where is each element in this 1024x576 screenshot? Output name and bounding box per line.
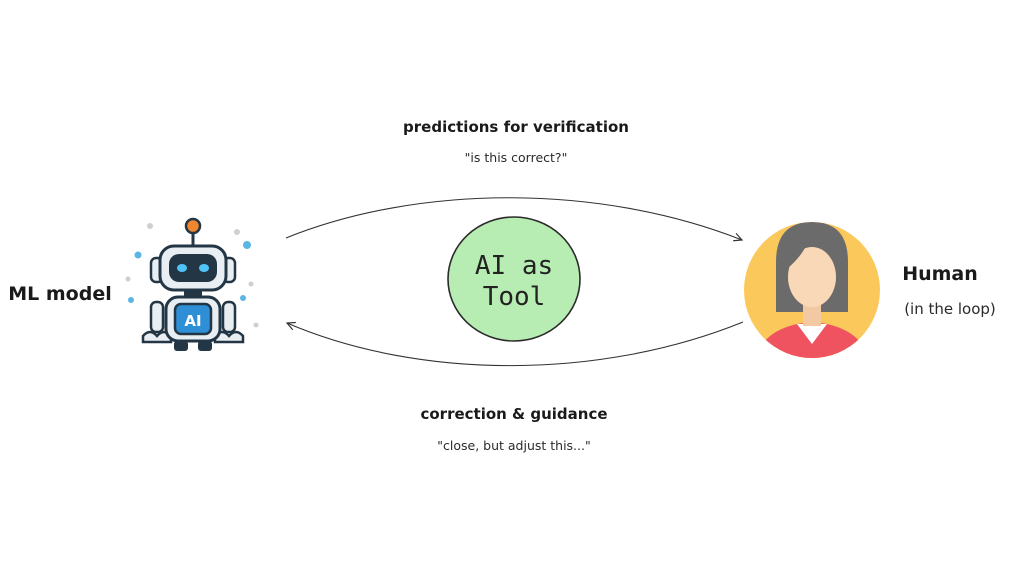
center-node: AI as Tool [447, 216, 581, 342]
top-edge-quote: "is this correct?" [465, 150, 568, 165]
ml-model-label: ML model [8, 283, 111, 305]
center-label-line1: AI as [475, 251, 553, 281]
bottom-edge-title: correction & guidance [420, 405, 607, 423]
human-label: Human [902, 263, 978, 285]
robot-chest-text: AI [184, 312, 201, 330]
bottom-arrow [287, 321, 744, 367]
bottom-edge-quote: "close, but adjust this..." [437, 438, 590, 453]
person-avatar-icon [744, 222, 880, 358]
center-label-line2: Tool [483, 282, 546, 312]
center-circle [447, 216, 581, 342]
human-sublabel: (in the loop) [904, 300, 996, 318]
robot-icon: AI [125, 217, 259, 351]
top-edge-title: predictions for verification [403, 118, 629, 136]
top-arrow [285, 197, 742, 240]
